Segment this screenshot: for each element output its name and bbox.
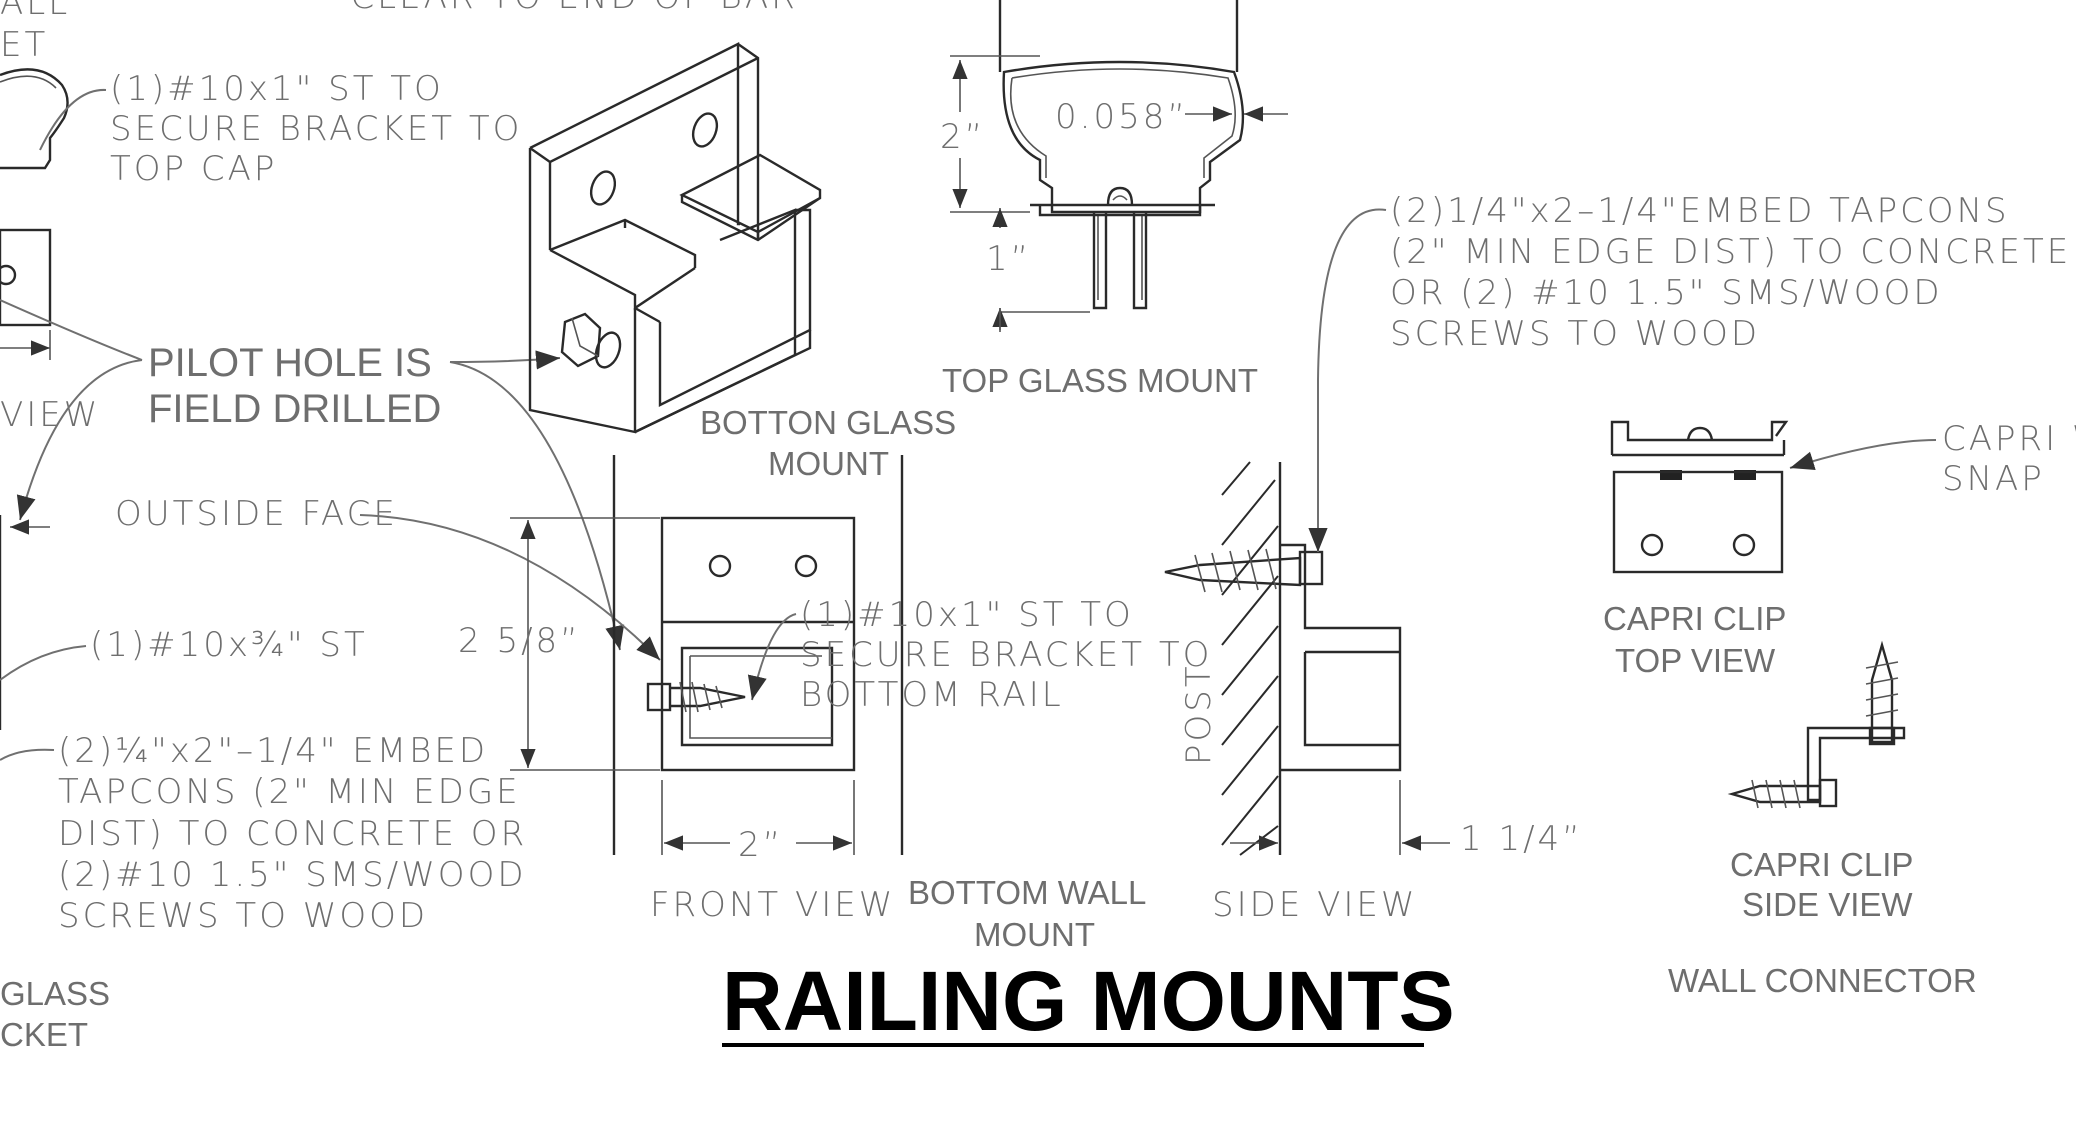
svg-text:(2)¼"x2"–1/4" EMBED: (2)¼"x2"–1/4" EMBED <box>58 731 488 771</box>
capri-clip-side-view-label-1: CAPRI CLIP <box>1730 846 1913 883</box>
bottom-glass-mount-isometric <box>528 42 822 434</box>
side-view-label: SIDE VIEW <box>1212 885 1417 925</box>
bracket-side <box>0 228 52 327</box>
side-view-dim-depth: 1 1/4” <box>1460 819 1583 859</box>
bottom-glass-mount-label-2: MOUNT <box>768 445 889 482</box>
top-cap-profile <box>0 68 69 170</box>
capri-snap-label-2: SNAP <box>1942 459 2045 499</box>
partial-label-cket: CKET <box>0 1016 88 1053</box>
svg-text:PILOT HOLE IS: PILOT HOLE IS <box>148 341 432 385</box>
svg-text:OR (2) #10 1.5" SMS/WOOD: OR (2) #10 1.5" SMS/WOOD <box>1390 273 1943 313</box>
svg-text:OUTSIDE FACE: OUTSIDE FACE <box>115 494 398 534</box>
svg-text:(1)#10x¾" ST: (1)#10x¾" ST <box>90 625 368 665</box>
partial-label-all: ALL <box>0 0 70 23</box>
capri-clip-side-view-label-2: SIDE VIEW <box>1742 886 1913 923</box>
svg-text:(2" MIN EDGE DIST) TO CONCRETE: (2" MIN EDGE DIST) TO CONCRETE <box>1390 232 2071 272</box>
top-glass-mount-dim-thickness: 0.058” <box>1055 97 1188 137</box>
partial-label-view: VIEW <box>0 395 100 435</box>
svg-text:(2)#10 1.5" SMS/WOOD: (2)#10 1.5" SMS/WOOD <box>58 855 527 895</box>
bottom-wall-mount-label-1: BOTTOM WALL <box>908 874 1146 911</box>
note-left-tapcons: (2)¼"x2"–1/4" EMBED TAPCONS (2" MIN EDGE… <box>0 731 527 936</box>
svg-text:TOP CAP: TOP CAP <box>110 149 277 189</box>
front-view-dim-width: 2” <box>738 825 783 865</box>
top-glass-mount-section: 2” 0.058” 1” <box>940 0 1288 332</box>
svg-text:(1)#10x1" ST TO: (1)#10x1" ST TO <box>110 69 444 109</box>
note-secure-top-cap: (1)#10x1" ST TO SECURE BRACKET TO TOP CA… <box>39 69 522 189</box>
svg-text:DIST) TO CONCRETE OR: DIST) TO CONCRETE OR <box>58 814 527 854</box>
post-label: POST <box>1179 663 1219 765</box>
wall-connector-label: WALL CONNECTOR <box>1668 962 1977 999</box>
left-notes: (1)#10x1" ST TO SECURE BRACKET TO TOP CA… <box>0 69 661 936</box>
front-view-label: FRONT VIEW <box>650 885 895 925</box>
front-view-note-3: BOTTOM RAIL <box>800 675 1064 715</box>
capri-clip-top-view <box>1610 420 1789 574</box>
top-glass-mount-dim-stem: 1” <box>986 239 1031 279</box>
front-view: 2 5/8” 2” (1)#10x1" ST TO SECURE BRACKET… <box>458 455 1212 865</box>
bottom-glass-mount-label-1: BOTTON GLASS <box>700 404 956 441</box>
svg-text:SECURE BRACKET TO: SECURE BRACKET TO <box>110 109 522 149</box>
note-st-three-quarter: (1)#10x¾" ST <box>0 625 368 681</box>
capri-clip-top-view-label-1: CAPRI CLIP <box>1603 600 1786 637</box>
svg-text:FIELD DRILLED: FIELD DRILLED <box>148 387 441 431</box>
left-cropped-detail: ALL ET ⁴ CLEAR TO END OF BAR VIEW GLASS … <box>0 0 798 1053</box>
front-view-note-1: (1)#10x1" ST TO <box>800 595 1134 635</box>
svg-text:TAPCONS (2" MIN EDGE: TAPCONS (2" MIN EDGE <box>58 772 521 812</box>
note-pilot-hole: PILOT HOLE IS FIELD DRILLED <box>0 299 625 651</box>
svg-text:SCREWS TO WOOD: SCREWS TO WOOD <box>1390 314 1760 354</box>
capri-clip-top-view-label-2: TOP VIEW <box>1615 642 1776 679</box>
capri-clip-side-view <box>1727 640 1906 809</box>
top-glass-mount-label: TOP GLASS MOUNT <box>942 362 1258 399</box>
top-glass-mount-dim-height: 2” <box>940 117 985 157</box>
svg-text:(2)1/4"x2–1/4"EMBED TAPCONS: (2)1/4"x2–1/4"EMBED TAPCONS <box>1390 191 2010 231</box>
note-outside-face: OUTSIDE FACE <box>115 494 661 661</box>
post-hatching <box>1221 461 1279 856</box>
partial-label-et: ET <box>0 25 48 65</box>
side-view: POST 1 1/4” <box>1164 461 1583 859</box>
partial-label-glass: GLASS <box>0 975 110 1012</box>
note-right-tapcons: (2)1/4"x2–1/4"EMBED TAPCONS (2" MIN EDGE… <box>1308 191 2071 552</box>
bottom-wall-mount-label-2: MOUNT <box>974 916 1095 953</box>
partial-label-top-cut: ⁴ CLEAR TO END OF BAR <box>320 0 798 17</box>
capri-snap-label-1: CAPRI W <box>1942 419 2076 459</box>
front-view-note-2: SECURE BRACKET TO <box>800 635 1212 675</box>
sheet-title: RAILING MOUNTS <box>722 954 1455 1048</box>
svg-text:SCREWS TO WOOD: SCREWS TO WOOD <box>58 896 428 936</box>
front-view-dim-height: 2 5/8” <box>458 621 581 661</box>
hex-screw-head <box>560 312 602 368</box>
